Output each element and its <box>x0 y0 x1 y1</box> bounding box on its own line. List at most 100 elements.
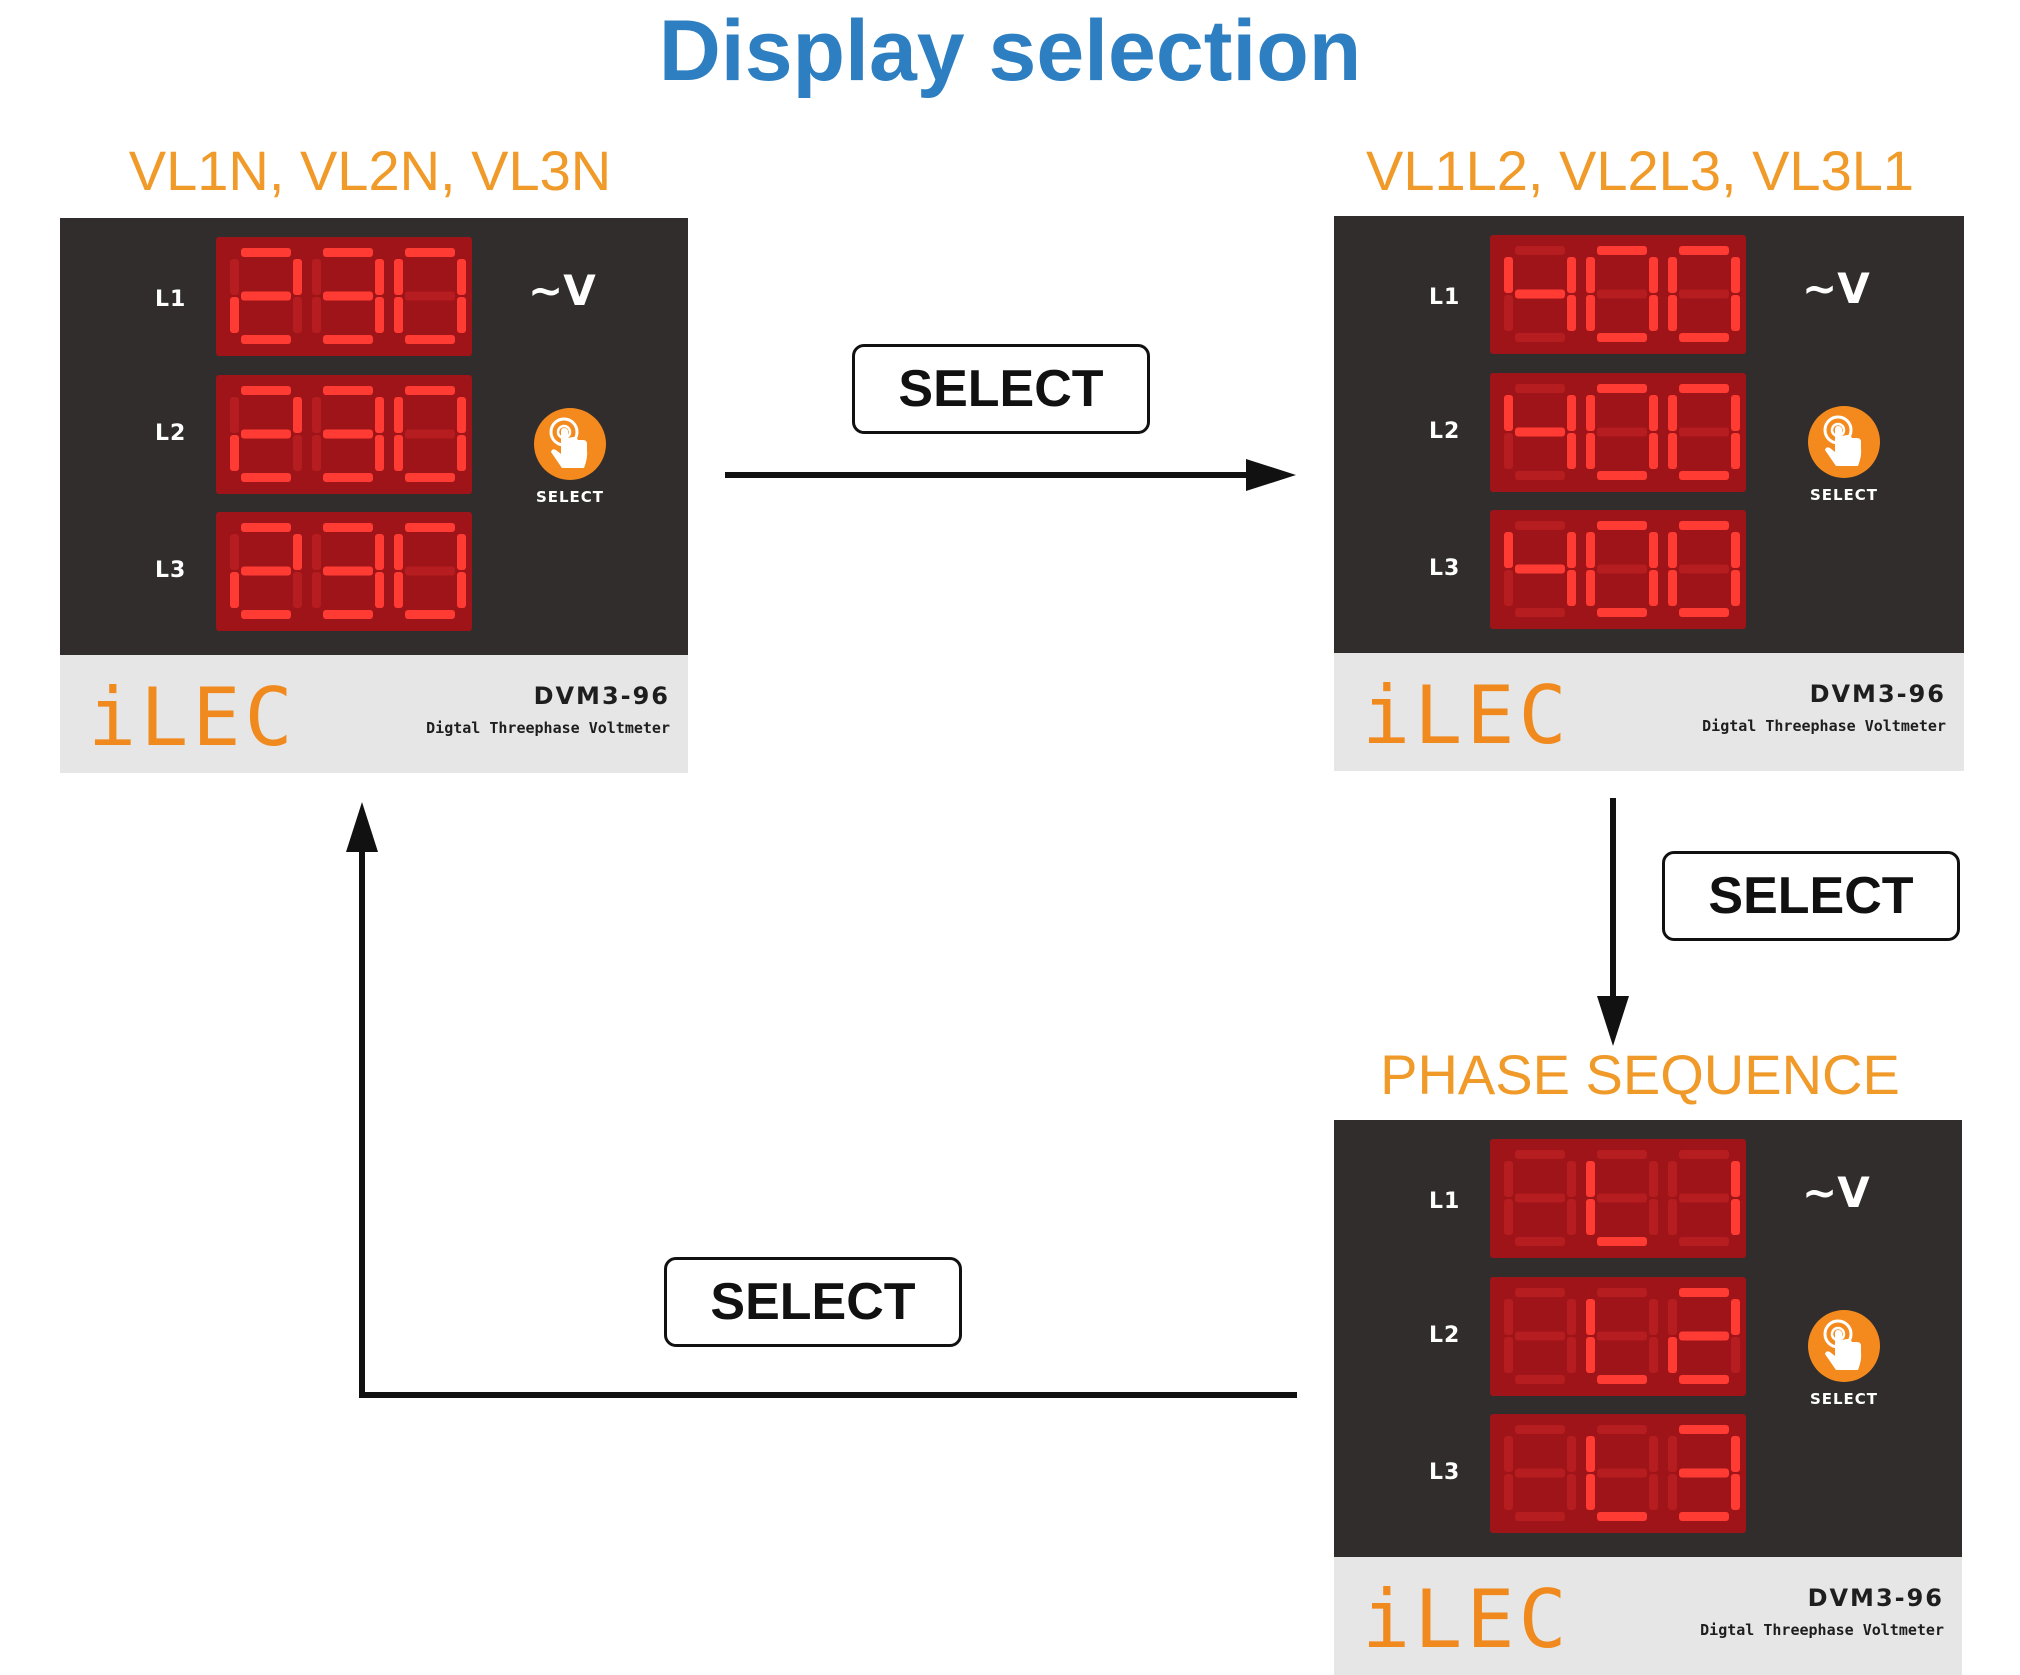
segment-b-on <box>1731 1161 1740 1197</box>
select-transition-1: SELECT <box>852 344 1150 434</box>
segment-d-on <box>1679 333 1729 342</box>
segment-c-off <box>1731 1337 1740 1373</box>
segment-d-on <box>1597 333 1647 342</box>
model-name: DVM3-96 <box>533 682 670 710</box>
segment-d-on <box>323 335 373 344</box>
seven-segment-digits <box>1504 1150 1740 1246</box>
line-label-l3: L3 <box>155 558 187 583</box>
segment-c-off <box>1649 1199 1658 1235</box>
segment-e-off <box>1504 295 1513 331</box>
segment-d-on <box>241 610 291 619</box>
segment-c-on <box>1731 433 1740 469</box>
arrow-to-phase-sequence <box>1597 798 1629 1046</box>
seven-segment-digits <box>1504 1425 1740 1521</box>
segment-a-on <box>405 386 455 395</box>
brand-logo: iLEC <box>1362 669 1571 762</box>
segment-g-off <box>1679 289 1729 299</box>
segment-e-on <box>1586 1474 1595 1510</box>
brand-logo: iLEC <box>88 671 297 764</box>
arrow-to-line-line <box>725 459 1296 491</box>
segment-g-on <box>323 291 373 301</box>
segment-f-off <box>1504 1161 1513 1197</box>
digit-display-l1 <box>1490 1139 1746 1258</box>
seven-segment-digits <box>1504 1288 1740 1384</box>
select-button[interactable] <box>534 408 606 480</box>
segment-d-off <box>1515 471 1565 480</box>
segment-f-on <box>394 397 403 433</box>
segment-a-off <box>1515 1425 1565 1434</box>
segment-a-on <box>1679 1288 1729 1297</box>
segment-a-off <box>1597 1425 1647 1434</box>
select-button-caption: SELECT <box>1809 1390 1879 1408</box>
segment-b-off <box>1567 1436 1576 1472</box>
segment-e-on <box>394 297 403 333</box>
segment-g-off <box>1515 1193 1565 1203</box>
model-description: Digtal Threephase Voltmeter <box>1702 717 1946 735</box>
segment-c-off <box>1567 1337 1576 1373</box>
segment-f-off <box>1668 1299 1677 1335</box>
segment-a-on <box>241 386 291 395</box>
page-title: Display selection <box>658 3 1362 99</box>
segment-a-on <box>405 523 455 532</box>
segment-g-off <box>1679 564 1729 574</box>
segment-e-on <box>230 297 239 333</box>
select-button[interactable] <box>1808 406 1880 478</box>
segment-e-on <box>1586 570 1595 606</box>
segment-e-on <box>394 435 403 471</box>
segment-g-on <box>1515 427 1565 437</box>
segment-f-on <box>1586 1161 1595 1197</box>
model-description: Digtal Threephase Voltmeter <box>1700 1621 1944 1639</box>
segment-a-on <box>1597 521 1647 530</box>
segment-b-on <box>1649 257 1658 293</box>
digit-display-l1 <box>1490 235 1746 354</box>
segment-d-on <box>323 610 373 619</box>
segment-d-on <box>241 473 291 482</box>
digit-display-l2 <box>1490 373 1746 492</box>
segment-d-on <box>323 473 373 482</box>
digit-display-l3 <box>216 512 472 631</box>
segment-e-off <box>1504 1337 1513 1373</box>
segment-f-on <box>394 534 403 570</box>
segment-e-off <box>312 297 321 333</box>
segment-g-off <box>405 566 455 576</box>
segment-d-off <box>1515 1375 1565 1384</box>
segment-c-on <box>1649 570 1658 606</box>
segment-a-off <box>1597 1288 1647 1297</box>
segment-b-on <box>1731 395 1740 431</box>
segment-e-off <box>1504 1199 1513 1235</box>
segment-a-off <box>1515 246 1565 255</box>
segment-b-on <box>375 534 384 570</box>
segment-a-off <box>1515 384 1565 393</box>
seven-segment-digits <box>230 386 466 482</box>
segment-d-on <box>1597 1237 1647 1246</box>
segment-e-off <box>1504 433 1513 469</box>
segment-f-off <box>1668 1436 1677 1472</box>
segment-b-on <box>375 259 384 295</box>
segment-f-on <box>1668 257 1677 293</box>
segment-g-off <box>1597 289 1647 299</box>
arrow-back-to-line-neutral <box>346 802 1297 1398</box>
segment-a-off <box>1679 1150 1729 1159</box>
segment-d-on <box>1597 1512 1647 1521</box>
line-label-l3: L3 <box>1429 1460 1461 1485</box>
segment-d-on <box>1679 1512 1729 1521</box>
digit-display-l3 <box>1490 1414 1746 1533</box>
select-button[interactable] <box>1808 1310 1880 1382</box>
segment-e-on <box>1668 433 1677 469</box>
segment-a-on <box>1679 384 1729 393</box>
segment-f-off <box>312 259 321 295</box>
segment-b-on <box>293 259 302 295</box>
segment-c-on <box>1731 295 1740 331</box>
segment-d-on <box>1597 471 1647 480</box>
segment-d-on <box>1597 1375 1647 1384</box>
segment-a-on <box>323 248 373 257</box>
segment-g-off <box>1597 1331 1647 1341</box>
segment-a-on <box>1679 1425 1729 1434</box>
seven-segment-digits <box>1504 384 1740 480</box>
segment-f-off <box>1668 1161 1677 1197</box>
segment-g-off <box>1679 427 1729 437</box>
segment-a-on <box>1597 384 1647 393</box>
segment-d-on <box>241 335 291 344</box>
segment-a-off <box>1515 1150 1565 1159</box>
